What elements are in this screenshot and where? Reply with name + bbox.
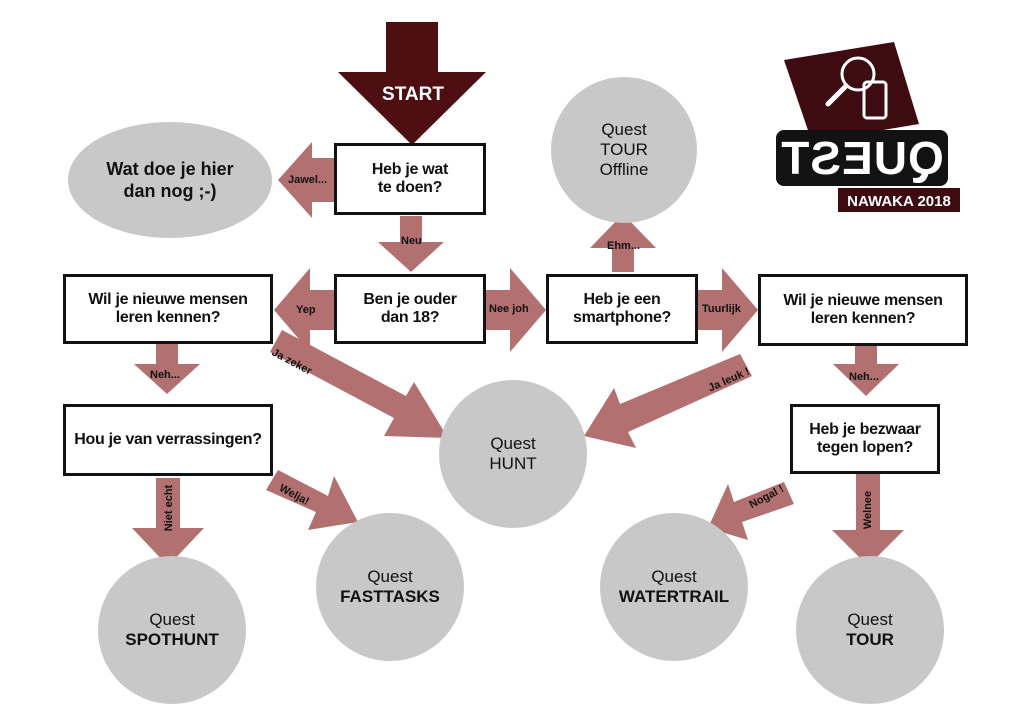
arrow-jaleuk [584, 354, 752, 448]
arrow-jazeker [270, 330, 448, 438]
spothunt-name: SPOTHUNT [125, 630, 219, 649]
fasttasks-quest: Quest [367, 567, 413, 586]
ellipse-quest-fasttasks: Quest FASTTASKS [316, 513, 464, 661]
watertrail-quest: Quest [651, 567, 697, 586]
logo-tilted-card [784, 42, 919, 142]
start-arrow [338, 22, 486, 145]
label-welnee: Welnee [862, 490, 875, 530]
box-wil-je-nieuwe-mensen-right: Wil je nieuwe mensen leren kennen? [758, 274, 968, 346]
hunt-name: HUNT [489, 454, 537, 473]
box-wil-je-nieuwe-mensen-left: Wil je nieuwe mensen leren kennen? [63, 274, 273, 344]
arrow-nogal [708, 482, 794, 540]
ellipse-quest-watertrail: Quest WATERTRAIL [600, 513, 748, 661]
watertrail-name: WATERTRAIL [618, 587, 730, 606]
box-heb-je-een-smartphone: Heb je een smartphone? [546, 274, 698, 344]
label-niet-echt: Niet echt [163, 484, 176, 532]
tour-offline-quest: Quest [601, 120, 647, 139]
tour-offline-sub: Offline [599, 160, 649, 179]
arrow-neh-left [134, 344, 200, 394]
label-ehm: Ehm... [607, 240, 641, 252]
hunt-quest: Quest [490, 434, 536, 453]
label-neu: Neu [401, 235, 422, 247]
spothunt-quest: Quest [149, 610, 195, 629]
arrow-welnee [832, 474, 904, 566]
magnifier-handle-icon [825, 83, 849, 107]
ellipse-wat-doe-je-hier: Wat doe je hier dan nog ;-) [68, 122, 272, 238]
arrow-neh-right [833, 346, 899, 396]
logo-word: QUEST [780, 132, 943, 184]
box-heb-je-bezwaar-tegen-lopen: Heb je bezwaar tegen lopen? [790, 404, 940, 474]
start-label: START [382, 84, 444, 105]
fasttasks-name: FASTTASKS [340, 587, 440, 606]
label-neh-right: Neh... [849, 371, 879, 383]
quest-nawaka-logo: QUEST NAWAKA 2018 [774, 42, 964, 217]
arrow-nietecht [132, 478, 204, 566]
ellipse-quest-hunt: Quest HUNT [439, 380, 587, 528]
arrow-ehm [590, 214, 656, 272]
arrow-neu [378, 216, 444, 272]
label-nee-joh: Nee joh [489, 303, 529, 315]
logo-graphic: QUEST NAWAKA 2018 [776, 42, 960, 212]
arrow-tuurlijk [698, 268, 758, 352]
tour-offline-name: TOUR [600, 140, 648, 159]
arrow-neejoh [486, 268, 546, 352]
label-tuurlijk: Tuurlijk [702, 303, 741, 315]
label-jawel: Jawel... [288, 174, 328, 186]
box-hou-je-van-verrassingen: Hou je van verrassingen? [63, 404, 273, 476]
arrow-yep [274, 268, 334, 352]
tour-name: TOUR [846, 630, 894, 649]
ellipse-quest-tour-offline: Quest TOUR Offline [551, 77, 697, 223]
logo-sub-background [838, 188, 960, 212]
tour-quest: Quest [847, 610, 893, 629]
wat-doe-je-hier-text: Wat doe je hier dan nog ;-) [106, 159, 234, 201]
label-yep: Yep [296, 304, 316, 316]
arrow-welja [266, 470, 358, 530]
label-neh-left: Neh... [150, 369, 180, 381]
logo-word-background [776, 130, 948, 186]
logo-sub: NAWAKA 2018 [847, 193, 951, 210]
box-ben-je-ouder-dan-18: Ben je ouder dan 18? [334, 274, 486, 344]
magnifier-lens-icon [840, 56, 876, 92]
smartphone-icon [862, 80, 888, 120]
arrow-jawel [278, 142, 334, 218]
ellipse-quest-tour: Quest TOUR [796, 556, 944, 704]
box-heb-je-wat-te-doen: Heb je wat te doen? [334, 143, 486, 215]
ellipse-quest-spothunt: Quest SPOTHUNT [98, 556, 246, 704]
